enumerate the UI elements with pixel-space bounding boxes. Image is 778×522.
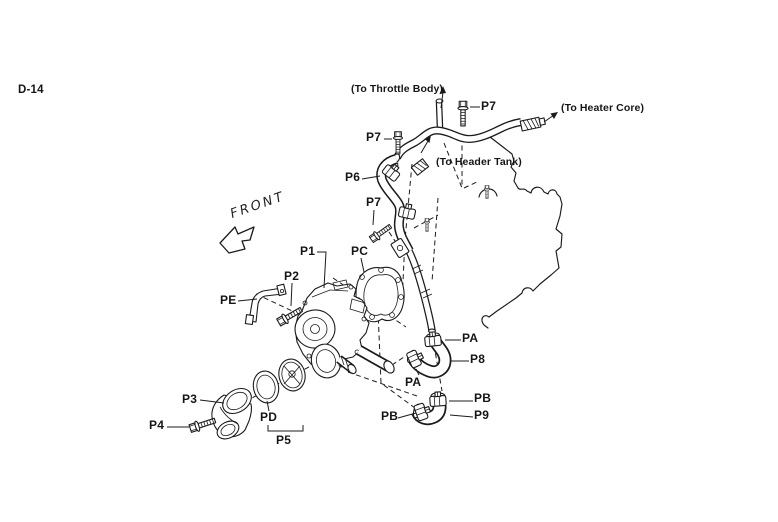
heater-pipe-end-fitting xyxy=(519,116,546,132)
front-arrow xyxy=(219,226,255,254)
block-bolt-icon xyxy=(484,185,490,199)
thermostat-p5 xyxy=(278,358,306,392)
p6-hose-and-water-pipe xyxy=(376,154,436,334)
to-throttle-body-arrow xyxy=(439,86,446,94)
pipe-pad-bolt-icon xyxy=(424,218,430,232)
pe-bracket xyxy=(244,283,287,326)
callout-arrows xyxy=(420,86,558,154)
to-heater-core-arrow xyxy=(550,112,558,119)
leader-lines xyxy=(167,106,480,432)
header-tank-nipple xyxy=(410,158,430,176)
to-header-tank-arrow xyxy=(424,135,431,143)
pipe-flange xyxy=(390,238,410,258)
heater-pipe xyxy=(392,98,546,176)
engine-block-outline xyxy=(424,136,563,329)
elbow-hose-p9 xyxy=(411,390,447,426)
bolt-p7-top-icon xyxy=(457,100,469,127)
thermostat-housing-p3 xyxy=(211,387,252,440)
hose-p8 xyxy=(405,330,452,379)
water-pump-p1 xyxy=(294,279,395,379)
seal-ring-pd xyxy=(252,370,280,404)
p5-bracket xyxy=(267,425,304,432)
